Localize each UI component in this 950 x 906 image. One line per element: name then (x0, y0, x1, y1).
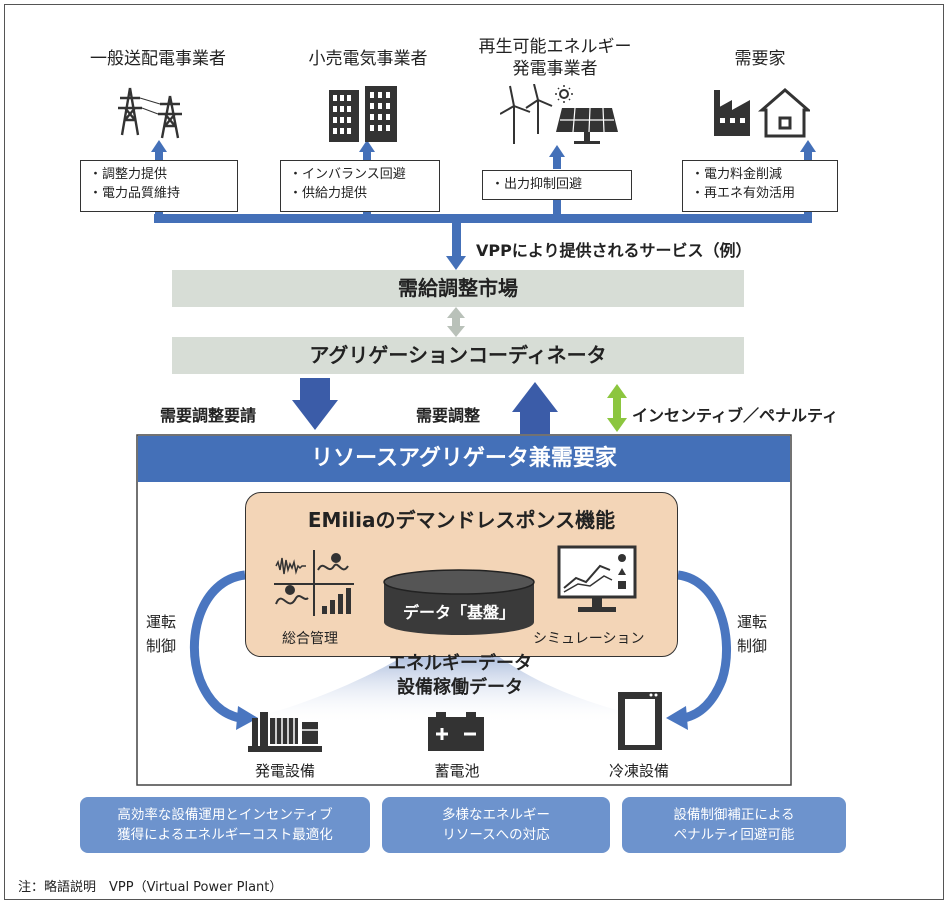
data-types-label: エネルギーデータ 設備稼働データ (388, 653, 532, 698)
stakeholder-title-renewable: 再生可能エネルギー 発電事業者 (478, 37, 632, 79)
benefit-box-diverse-resources: 多様なエネルギー リソースへの対応 (382, 797, 610, 853)
service-box-grid-operator: ・調整力提供 ・電力品質維持 (80, 160, 238, 212)
database-icon (383, 569, 535, 635)
emilia-title: EMiliaのデマンドレスポンス機能 (307, 508, 616, 532)
data-core-label: データ「基盤」 (402, 603, 515, 622)
control-label-left: 運転 制御 (146, 613, 177, 655)
resource-aggregator-bar: リソースアグリゲータ兼需要家 (138, 436, 790, 482)
battery-icon (428, 712, 484, 751)
stakeholder-title-retailer: 小売電気事業者 (308, 49, 428, 69)
power-tower-icon (118, 87, 182, 139)
stakeholder-title-consumer: 需要家 (734, 49, 786, 69)
simulation-label: シミュレーション (533, 631, 645, 647)
benefit-box-penalty-avoidance: 設備制御補正による ペナルティ回避可能 (622, 797, 846, 853)
equipment-label-battery: 蓄電池 (434, 762, 480, 780)
service-box-retailer: ・インバランス回避 ・供給力提供 (280, 160, 440, 212)
office-building-icon (329, 86, 397, 142)
factory-house-icon (714, 88, 810, 138)
service-box-renewable: ・出力抑制回避 (482, 170, 632, 200)
simulation-monitor-icon (557, 545, 637, 612)
management-label: 総合管理 (282, 631, 338, 647)
market-bar: 需給調整市場 (172, 270, 744, 307)
equipment-label-refrigeration: 冷凍設備 (608, 762, 669, 780)
control-label-right: 運転 制御 (737, 613, 768, 655)
stakeholder-title-grid-operator: 一般送配電事業者 (90, 49, 226, 69)
generator-icon (248, 712, 322, 752)
service-box-consumer: ・電力料金削減 ・再エネ有効活用 (682, 160, 838, 212)
demand-adjustment-label: 需要調整 (416, 406, 481, 425)
services-caption: VPPにより提供されるサービス（例） (476, 241, 752, 260)
equipment-label-generator: 発電設備 (254, 762, 315, 780)
refrigerator-icon (618, 692, 662, 750)
footnote: 注：略語説明 VPP（Virtual Power Plant） (18, 880, 283, 895)
benefit-box-cost-optimization: 高効率な設備運用とインセンティブ 獲得によるエネルギーコスト最適化 (80, 797, 370, 853)
incentive-penalty-label: インセンティブ／ペナルティ (632, 406, 839, 425)
demand-request-label: 需要調整要請 (160, 406, 257, 425)
coordinator-bar: アグリゲーションコーディネータ (172, 337, 744, 374)
dashboard-icon (274, 550, 354, 616)
wind-solar-icon (500, 84, 618, 144)
